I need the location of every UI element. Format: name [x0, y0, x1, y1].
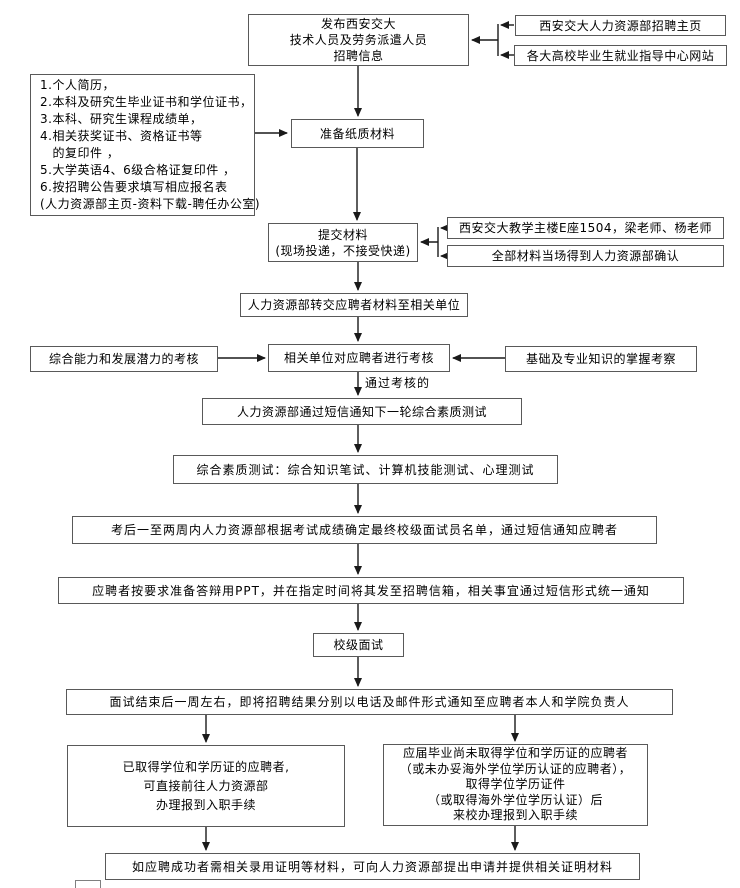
node-text: 西安交大教学主楼E座1504，梁老师、杨老师 — [458, 221, 713, 235]
node-result-notification: 面试结束后一周左右，即将招聘结果分别以电话及邮件形式通知至应聘者本人和学院负责人 — [66, 689, 673, 715]
node-publish-info: 发布西安交大 技术人员及劳务派遣人员 招聘信息 — [248, 14, 469, 66]
node-school-interview: 校级面试 — [313, 633, 404, 657]
node-knowledge-assessment: 基础及专业知识的掌握考察 — [505, 346, 697, 372]
node-text: 准备纸质材料 — [319, 126, 395, 141]
node-text: 5.大学英语4、6级合格证复印件 ， — [40, 163, 236, 177]
node-submit-location: 西安交大教学主楼E座1504，梁老师、杨老师 — [447, 217, 724, 239]
node-text: 基础及专业知识的掌握考察 — [525, 352, 676, 366]
node-text: 可直接前往人力资源部 — [143, 778, 269, 793]
node-text: 面试结束后一周左右，即将招聘结果分别以电话及邮件形式通知至应聘者本人和学院负责人 — [109, 695, 630, 709]
node-text: 6.按招聘公告要求填写相应报名表 — [40, 180, 228, 194]
node-text: 已取得学位和学历证的应聘者, — [122, 759, 290, 774]
node-text: 考后一至两周内人力资源部根据考试成绩确定最终校级面试员名单，通过短信通知应聘者 — [110, 523, 618, 537]
node-text: 全部材料当场得到人力资源部确认 — [491, 249, 680, 263]
node-text: （或未办妥海外学位学历认证的应聘者）， — [399, 761, 632, 776]
node-text: 人力资源部通过短信通知下一轮综合素质测试 — [236, 404, 487, 419]
node-hr-homepage: 西安交大人力资源部招聘主页 — [515, 15, 726, 36]
node-no-degree-branch: 应届毕业尚未取得学位和学历证的应聘者 （或未办妥海外学位学历认证的应聘者）， 取… — [383, 744, 648, 826]
node-job-guidance-sites: 各大高校毕业生就业指导中心网站 — [514, 45, 727, 66]
node-submit-materials: 提交材料 (现场投递，不接受快递) — [268, 223, 418, 262]
node-text: 人力资源部转交应聘者材料至相关单位 — [247, 298, 461, 312]
node-text: 招聘信息 — [333, 49, 384, 63]
node-text: 如应聘成功者需相关录用证明等材料，可向人力资源部提出申请并提供相关证明材料 — [131, 859, 613, 874]
node-sms-notify-test: 人力资源部通过短信通知下一轮综合素质测试 — [202, 398, 522, 425]
node-onsite-confirmation: 全部材料当场得到人力资源部确认 — [447, 245, 724, 267]
node-text: 相关单位对应聘者进行考核 — [283, 351, 434, 365]
node-text: 综合素质测试：综合知识笔试、计算机技能测试、心理测试 — [196, 462, 535, 477]
node-prepare-paper-materials: 准备纸质材料 — [291, 119, 424, 148]
node-quality-test: 综合素质测试：综合知识笔试、计算机技能测试、心理测试 — [173, 455, 558, 484]
node-text: 综合能力和发展潜力的考核 — [48, 352, 199, 366]
partial-cell-rectangle — [75, 880, 101, 888]
node-text: 西安交大人力资源部招聘主页 — [539, 18, 702, 33]
node-text: (现场投递，不接受快递) — [275, 243, 411, 258]
node-text: 各大高校毕业生就业指导中心网站 — [526, 48, 715, 63]
node-ability-assessment: 综合能力和发展潜力的考核 — [30, 346, 218, 372]
node-materials-checklist: 1.个人简历， 2.本科及研究生毕业证书和学位证书， 3.本科、研究生课程成绩单… — [30, 74, 260, 216]
node-text: 4.相关获奖证书、资格证书等 — [40, 129, 203, 143]
node-forward-materials: 人力资源部转交应聘者材料至相关单位 — [240, 293, 468, 317]
node-text: 3.本科、研究生课程成绩单， — [40, 112, 203, 126]
node-text: (人力资源部主页-资料下载-聘任办公室) — [40, 197, 261, 211]
node-text: 取得学位学历证件 — [465, 777, 566, 792]
node-text: 应届毕业尚未取得学位和学历证的应聘者 — [402, 746, 628, 761]
node-text: 1.个人简历， — [40, 78, 115, 92]
node-text: 技术人员及劳务派遣人员 — [289, 33, 428, 47]
node-text: 校级面试 — [333, 638, 384, 652]
node-text: （或取得海外学位学历认证）后 — [427, 792, 603, 807]
node-has-degree-branch: 已取得学位和学历证的应聘者, 可直接前往人力资源部 办理报到入职手续 — [67, 745, 345, 827]
node-text: 提交材料 — [317, 227, 368, 242]
node-text: 2.本科及研究生毕业证书和学位证书， — [40, 95, 253, 109]
node-text: 应聘者按要求准备答辩用PPT，并在指定时间将其发至招聘信箱，相关事宜通过短信形式… — [92, 583, 650, 598]
node-final-interview-list: 考后一至两周内人力资源部根据考试成绩确定最终校级面试员名单，通过短信通知应聘者 — [72, 516, 657, 544]
node-text: 来校办理报到入职手续 — [452, 808, 578, 823]
node-employment-proof: 如应聘成功者需相关录用证明等材料，可向人力资源部提出申请并提供相关证明材料 — [105, 853, 640, 880]
pass-assessment-label: 通过考核的 — [365, 376, 431, 390]
node-text: 办理报到入职手续 — [155, 797, 256, 812]
node-text: 发布西安交大 — [320, 17, 396, 31]
node-text: 的复印件 ， — [40, 146, 120, 160]
node-unit-assessment: 相关单位对应聘者进行考核 — [268, 344, 450, 372]
node-ppt-preparation: 应聘者按要求准备答辩用PPT，并在指定时间将其发至招聘信箱，相关事宜通过短信形式… — [58, 577, 684, 604]
